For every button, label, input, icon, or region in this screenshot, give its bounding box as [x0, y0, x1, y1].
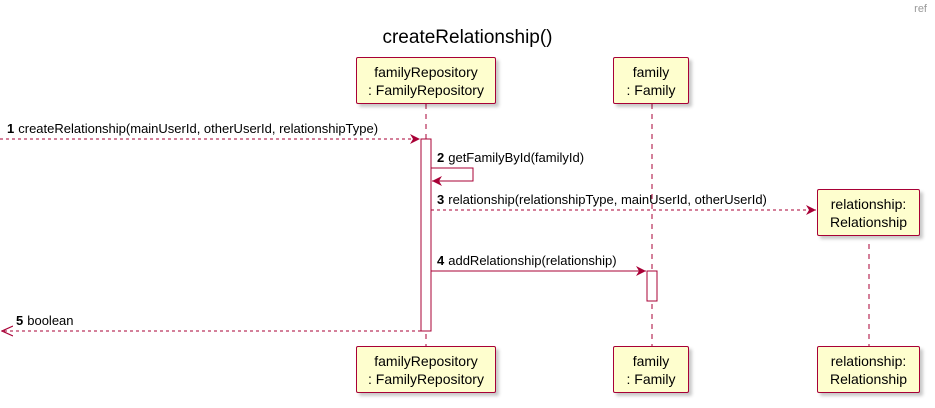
participant-family-bottom: family : Family	[613, 346, 689, 393]
participant-name: familyRepository	[374, 63, 478, 80]
participant-name: family	[632, 352, 670, 369]
activation-family-repository	[420, 138, 432, 332]
message-text: createRelationship(mainUserId, otherUser…	[18, 121, 379, 136]
participant-type: : Family	[626, 81, 676, 98]
participant-name: relationship:	[830, 195, 907, 212]
activation-family	[646, 270, 658, 302]
message-number: 1	[7, 121, 15, 136]
message-text: addRelationship(relationship)	[448, 253, 617, 268]
participant-type: : FamilyRepository	[368, 370, 484, 387]
participant-name: family	[632, 63, 670, 80]
participant-type: Relationship	[829, 213, 908, 230]
message-text: boolean	[27, 313, 74, 328]
participant-name: familyRepository	[374, 352, 478, 369]
message-text: relationship(relationshipType, mainUserI…	[448, 192, 767, 207]
participant-family-repository-bottom: familyRepository : FamilyRepository	[356, 346, 496, 393]
participant-family-top: family : Family	[613, 57, 689, 104]
participant-type: Relationship	[829, 370, 908, 387]
message-number: 4	[437, 253, 445, 268]
message-number: 3	[437, 192, 445, 207]
diagram-title: createRelationship()	[382, 27, 553, 48]
participant-name: relationship:	[830, 352, 907, 369]
corner-ref-label: ref	[914, 3, 927, 15]
participant-type: : Family	[626, 370, 676, 387]
message-number: 2	[437, 150, 445, 165]
participant-relationship-created: relationship: Relationship	[817, 189, 920, 236]
message-number: 5	[16, 313, 24, 328]
participant-type: : FamilyRepository	[368, 81, 484, 98]
message-text: getFamilyById(familyId)	[448, 150, 585, 165]
participant-relationship-bottom: relationship: Relationship	[817, 346, 920, 393]
participant-family-repository-top: familyRepository : FamilyRepository	[356, 57, 496, 104]
message-2-arrow	[431, 167, 474, 186]
